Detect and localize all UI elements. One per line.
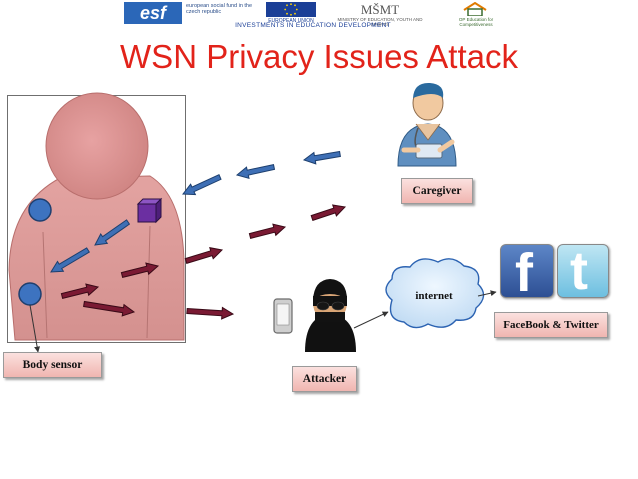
blue-arrow-3	[182, 174, 222, 196]
msmt-logo-text: MINISTRY OF EDUCATION, YOUTH AND SPORTS	[337, 17, 423, 27]
op-education-logo: OP Education for Competitiveness	[448, 2, 504, 27]
body-sensor-node-upper	[28, 198, 52, 222]
red-arrow-7	[186, 306, 235, 320]
msmt-logo: MŠMT MINISTRY OF EDUCATION, YOUTH AND SP…	[328, 2, 432, 27]
red-arrow-1	[310, 204, 347, 222]
internet-label: internet	[415, 290, 453, 302]
red-arrow-2	[248, 223, 287, 240]
body-sensor-pointer-line	[29, 304, 41, 353]
investments-caption: INVESTMENTS IN EDUCATION DEVELOPMENT	[235, 22, 391, 29]
blue-arrow-4	[94, 219, 131, 246]
logo-strip: esf european social fund in the czech re…	[122, 0, 518, 30]
esf-logo-mark: esf	[124, 2, 182, 24]
gateway-cube-icon	[136, 197, 163, 224]
esf-logo-text: european social fund in the czech republ…	[186, 3, 253, 15]
blue-arrow-2	[235, 164, 276, 180]
red-arrow-6	[83, 300, 136, 317]
red-arrow-group	[60, 204, 347, 320]
attacker-figure	[305, 279, 356, 352]
phone-icon	[273, 298, 293, 334]
op-education-logo-text: OP Education for Competitiveness	[458, 17, 494, 27]
body-sensor-node-lower	[18, 282, 42, 306]
twitter-icon: t	[557, 244, 609, 298]
slide-title: WSN Privacy Issues Attack	[120, 38, 518, 75]
msmt-logo-mark: MŠMT	[360, 2, 400, 17]
facebook-icon: f	[500, 244, 554, 298]
eu-flag-icon	[266, 2, 316, 17]
internet-to-social-line	[477, 290, 497, 297]
red-arrow-3	[184, 247, 224, 265]
head-shape	[45, 92, 149, 200]
attacker-to-internet-line	[353, 311, 389, 329]
eu-logo-text: EUROPEAN UNION	[268, 18, 314, 24]
esf-logo: esf european social fund in the czech re…	[124, 2, 254, 24]
blue-arrow-5	[50, 247, 90, 273]
attacker-label: Attacker	[292, 366, 357, 392]
house-icon	[463, 2, 487, 16]
blue-arrow-group	[50, 150, 341, 273]
red-arrow-5	[60, 283, 100, 300]
caregiver-figure	[397, 82, 457, 167]
body-sensor-label: Body sensor	[3, 352, 102, 378]
internet-cloud-icon	[385, 258, 485, 329]
eu-logo: EUROPEAN UNION	[260, 2, 322, 24]
red-arrow-4	[120, 262, 160, 279]
caregiver-label: Caregiver	[401, 178, 473, 204]
facebook-twitter-label: FaceBook & Twitter	[494, 312, 608, 338]
blue-arrow-1	[302, 150, 341, 165]
